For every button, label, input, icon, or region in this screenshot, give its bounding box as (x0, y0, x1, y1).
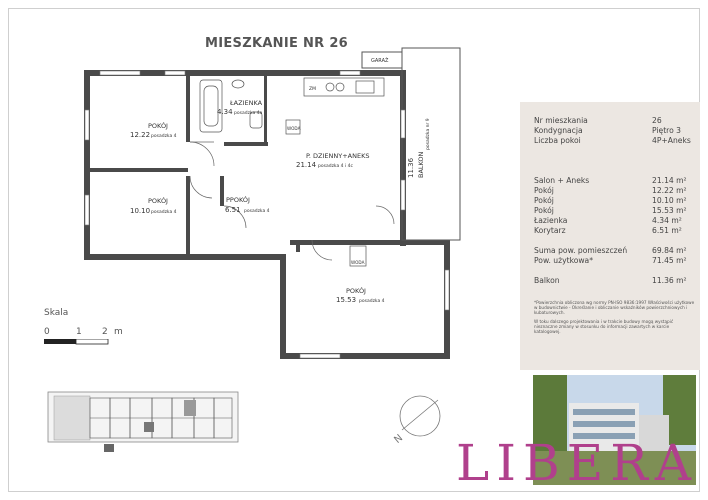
footnote: *Powierzchnia obliczona wg normy PN-ISO … (534, 300, 696, 337)
room-floor-5: posadzka 4 (244, 208, 270, 214)
scale-tick: 0 (44, 327, 50, 337)
footnote-2: W toku dalszego projektowania i w trakci… (534, 318, 674, 335)
room-name-3: P. DZIENNY+ANEKS (306, 152, 369, 160)
info-value: 4P+Aneks (652, 136, 691, 145)
libera-logo: LIBERA (456, 434, 698, 490)
area-label: Pokój (534, 186, 554, 195)
room-area-1: 12.22 (130, 131, 150, 139)
total-label: Pow. użytkowa* (534, 256, 593, 265)
garage-label: GARAŻ (371, 57, 389, 64)
footnote-1: *Powierzchnia obliczona wg normy PN-ISO … (534, 300, 695, 316)
svg-text:N: N (392, 433, 405, 446)
room-name-6: POKÓJ (346, 286, 366, 295)
woda-label-2: WODA (351, 260, 365, 265)
area-row: Łazienka 4.34 m² (534, 216, 689, 226)
total-value: 71.45 m² (652, 256, 687, 265)
building-key-plan (47, 391, 239, 452)
kitchen-fixture-label: ZM (309, 86, 316, 92)
info-label: Kondygnacja (534, 126, 583, 135)
page-title: MIESZKANIE NR 26 (205, 36, 349, 51)
scale-label: Skala (44, 308, 69, 318)
area-row: Pokój 10.10 m² (534, 196, 689, 206)
compass-north-icon: N (392, 395, 441, 446)
area-value: 12.22 m² (652, 186, 687, 195)
area-value: 15.53 m² (652, 206, 687, 215)
area-row: Pokój 12.22 m² (534, 186, 689, 196)
room-floor-2: posadzka 4a (234, 110, 263, 116)
area-value: 21.14 m² (652, 176, 687, 185)
room-area-7: 11.36 (407, 157, 415, 178)
balcony-value: 11.36 m² (652, 276, 687, 285)
total-row: Pow. użytkowa* 71.45 m² (534, 256, 689, 266)
building-photo-graphic (533, 375, 696, 485)
info-label: Nr mieszkania (534, 116, 588, 125)
info-label: Liczba pokoi (534, 136, 581, 145)
area-label: Korytarz (534, 226, 566, 235)
room-area-2: 4.34 (217, 108, 233, 116)
area-value: 4.34 m² (652, 216, 682, 225)
building-photo (533, 375, 696, 485)
room-floor-7: posadzka nr 9 (425, 118, 431, 150)
area-row: Pokój 15.53 m² (534, 206, 689, 216)
room-area-4: 10.10 (130, 207, 150, 215)
area-label: Łazienka (534, 216, 568, 225)
room-floor-1: posadzka 4 (151, 133, 177, 139)
area-label: Pokój (534, 206, 554, 215)
woda-label-1: WODA (287, 126, 301, 131)
room-name-7: BALKON (417, 151, 425, 178)
total-value: 69.84 m² (652, 246, 687, 255)
room-area-3: 21.14 (296, 161, 317, 169)
total-label: Suma pow. pomieszczeń (534, 246, 628, 255)
room-floor-6: posadzka 4 (359, 298, 385, 304)
info-row: Liczba pokoi 4P+Aneks (534, 136, 691, 146)
info-row: Kondygnacja Piętro 3 (534, 126, 689, 136)
balcony-row: Balkon 11.36 m² (534, 276, 689, 286)
area-value: 10.10 m² (652, 196, 687, 205)
info-panel (520, 102, 700, 370)
area-row: Salon + Aneks 21.14 m² (534, 176, 689, 186)
area-value: 6.51 m² (652, 226, 682, 235)
info-row: Nr mieszkania 26 (534, 116, 689, 126)
room-name-2: ŁAZIENKA (229, 99, 263, 107)
area-label: Salon + Aneks (534, 176, 590, 185)
room-name-5: PPOKÓJ (226, 195, 250, 204)
info-value: 26 (652, 116, 662, 125)
room-name-4: POKÓJ (148, 196, 168, 205)
area-label: Pokój (534, 196, 554, 205)
area-row: Korytarz 6.51 m² (534, 226, 689, 236)
scale-tick: 2 (102, 327, 108, 337)
info-value: Piętro 3 (652, 126, 682, 135)
room-area-5: 6.51 (225, 206, 241, 214)
logo-text: LIBERA (456, 434, 698, 490)
room-name-1: POKÓJ (148, 121, 168, 130)
room-floor-3: posadzka 4 i 4c (318, 163, 353, 169)
room-floor-4: posadzka 4 (151, 209, 177, 215)
scale-tick: 1 (76, 327, 82, 337)
balcony-label: Balkon (534, 276, 560, 285)
scale-bar (44, 339, 109, 345)
scale-tick: m (114, 327, 123, 337)
total-row: Suma pow. pomieszczeń 69.84 m² (534, 246, 689, 256)
room-area-6: 15.53 (336, 296, 356, 304)
